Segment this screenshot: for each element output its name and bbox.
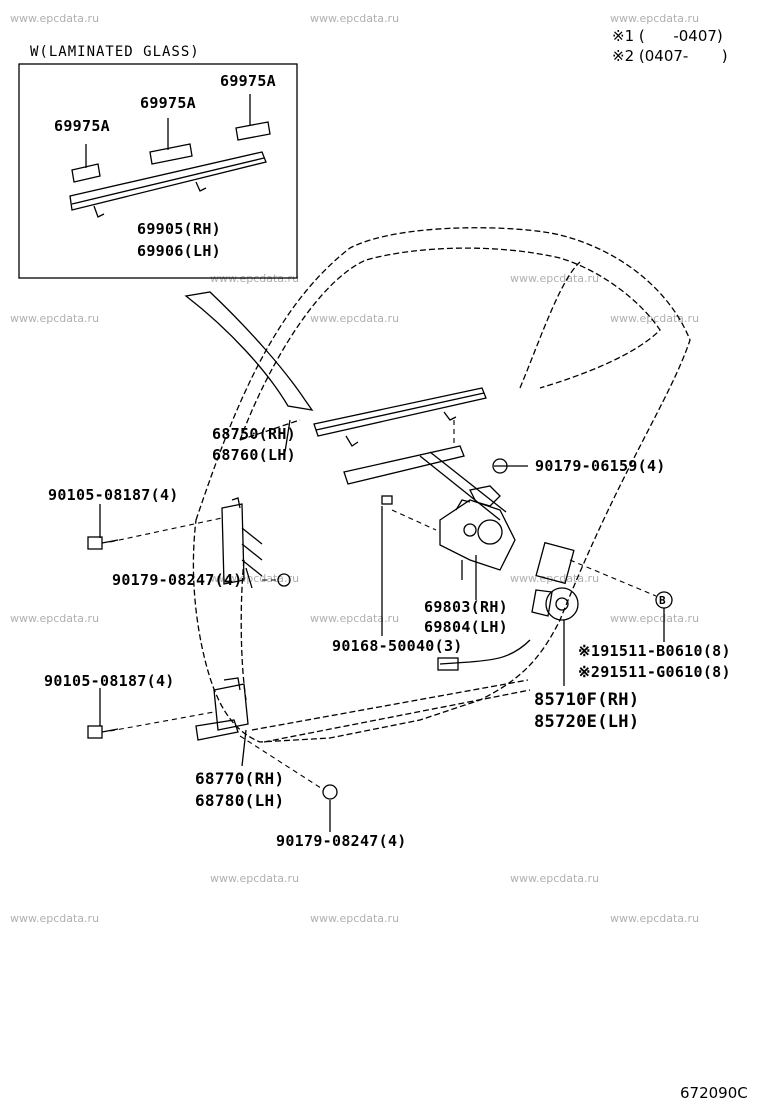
nut-lower-drawing (322, 784, 338, 800)
part-label-90105-upper[interactable]: 90105-08187(4) (48, 486, 179, 504)
window-motor-drawing (437, 541, 579, 671)
part-label-90179-06159[interactable]: 90179-06159(4) (535, 457, 666, 475)
part-label-run-channel-rh[interactable]: 69905(RH) (137, 220, 221, 238)
watermark: www.epcdata.ru (510, 272, 600, 285)
upper-hinge-drawing (221, 497, 263, 585)
part-label-90179-lower[interactable]: 90179-08247(4) (276, 832, 407, 850)
part-label-run-channel-lh[interactable]: 69906(LH) (137, 242, 221, 260)
part-label-glass-stopper[interactable]: 69975A (220, 72, 276, 90)
lower-hinge-drawing (195, 677, 249, 741)
part-label-90105-lower[interactable]: 90105-08187(4) (44, 672, 175, 690)
production-note-2: ※2 (0407- ) (612, 47, 728, 65)
glass-stopper-3-drawing (235, 121, 271, 141)
watermark: www.epcdata.ru (210, 872, 300, 885)
glass-stopper-2-drawing (149, 143, 193, 165)
watermark: www.epcdata.ru (510, 572, 600, 585)
watermark: www.epcdata.ru (310, 12, 400, 25)
regulator-assembly-drawing (343, 445, 516, 580)
nut-upper-drawing (277, 573, 291, 587)
inset-title: W(LAMINATED GLASS) (30, 44, 200, 60)
watermark: www.epcdata.ru (610, 12, 700, 25)
part-label-68750[interactable]: 68750(RH) (212, 425, 296, 443)
part-label-glass-stopper[interactable]: 69975A (140, 94, 196, 112)
watermark: www.epcdata.ru (310, 912, 400, 925)
door-outline (192, 227, 691, 743)
part-label-191511[interactable]: ※191511-B0610(8) (578, 642, 731, 660)
watermark: www.epcdata.ru (10, 612, 100, 625)
callout-b-label: B (659, 594, 666, 607)
part-label-68770[interactable]: 68770(RH) (195, 769, 285, 788)
watermark: www.epcdata.ru (310, 312, 400, 325)
part-label-90168[interactable]: 90168-50040(3) (332, 637, 463, 655)
watermark: www.epcdata.ru (510, 872, 600, 885)
production-note-1: ※1 ( -0407) (612, 27, 723, 45)
watermark: www.epcdata.ru (10, 312, 100, 325)
inset-frame (18, 63, 298, 279)
watermark: www.epcdata.ru (310, 612, 400, 625)
part-label-68780[interactable]: 68780(LH) (195, 791, 285, 810)
part-label-291511[interactable]: ※291511-G0610(8) (578, 663, 731, 681)
diagram-number: 672090C (680, 1084, 748, 1102)
bolt-lower-drawing (87, 725, 119, 739)
part-label-68760[interactable]: 68760(LH) (212, 446, 296, 464)
part-label-glass-stopper[interactable]: 69975A (54, 117, 110, 135)
watermark: www.epcdata.ru (610, 912, 700, 925)
watermark: www.epcdata.ru (10, 12, 100, 25)
part-label-69804[interactable]: 69804(LH) (424, 618, 508, 636)
bolt-upper-drawing (87, 536, 119, 550)
part-label-90179-upper[interactable]: 90179-08247(4) (112, 571, 243, 589)
glass-stopper-1-drawing (71, 163, 101, 183)
run-channel-drawing (69, 151, 267, 218)
part-label-85720[interactable]: 85720E(LH) (534, 712, 640, 732)
part-label-69803[interactable]: 69803(RH) (424, 598, 508, 616)
watermark: www.epcdata.ru (610, 612, 700, 625)
part-label-85710[interactable]: 85710F(RH) (534, 690, 640, 710)
bolt-regulator-drawing (381, 495, 393, 505)
watermark: www.epcdata.ru (10, 912, 100, 925)
pointer-arrow (184, 291, 314, 411)
door-glass-channel-drawing (313, 387, 487, 447)
